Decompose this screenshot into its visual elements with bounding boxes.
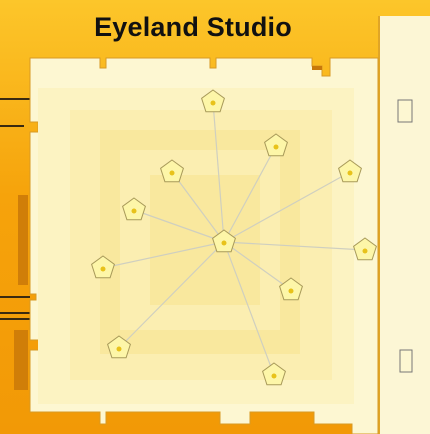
left-edge-decor (0, 98, 30, 390)
pentagon-marker-icon[interactable] (264, 133, 288, 157)
link-loc-right-mid (223, 241, 366, 251)
side-panel (378, 16, 430, 434)
marker-dot-loc-left-lower (100, 266, 106, 272)
marker-dot-loc-far-right-top (347, 170, 353, 176)
link-loc-upper-left (171, 171, 225, 243)
pentagon-marker-icon[interactable] (279, 277, 303, 301)
link-loc-bottom (223, 241, 275, 376)
pentagon-marker-icon[interactable] (91, 255, 115, 279)
link-loc-far-right-top (223, 171, 351, 243)
pentagon-marker-icon[interactable] (160, 159, 184, 183)
link-loc-right-lower (223, 241, 292, 291)
location-markers (91, 89, 377, 386)
link-loc-upper-right (223, 145, 277, 243)
pentagon-marker-icon[interactable] (212, 229, 236, 253)
marker-dot-loc-left-mid (131, 208, 137, 214)
link-loc-left-mid (133, 209, 225, 243)
pentagon-marker-icon[interactable] (122, 197, 146, 221)
pentagon-marker-icon[interactable] (338, 159, 362, 183)
marker-dot-loc-bottom-left (116, 346, 122, 352)
marker-dot-loc-right-lower (288, 288, 294, 294)
marker-dot-loc-bottom (271, 373, 277, 379)
link-loc-top (212, 101, 225, 243)
pentagon-marker-icon[interactable] (201, 89, 225, 113)
connection-lines (102, 101, 366, 376)
pentagon-marker-icon[interactable] (353, 237, 377, 261)
marker-dot-loc-upper-right (273, 144, 279, 150)
marker-dot-hub (221, 240, 227, 246)
marker-dot-loc-top (210, 100, 216, 106)
map-title: Eyeland Studio (94, 12, 292, 42)
marker-dot-loc-right-mid (362, 248, 368, 254)
pentagon-marker-icon[interactable] (107, 335, 131, 359)
link-loc-bottom-left (118, 241, 225, 349)
pentagon-marker-icon[interactable] (262, 362, 286, 386)
link-loc-left-lower (102, 241, 225, 269)
marker-dot-loc-upper-left (169, 170, 175, 176)
